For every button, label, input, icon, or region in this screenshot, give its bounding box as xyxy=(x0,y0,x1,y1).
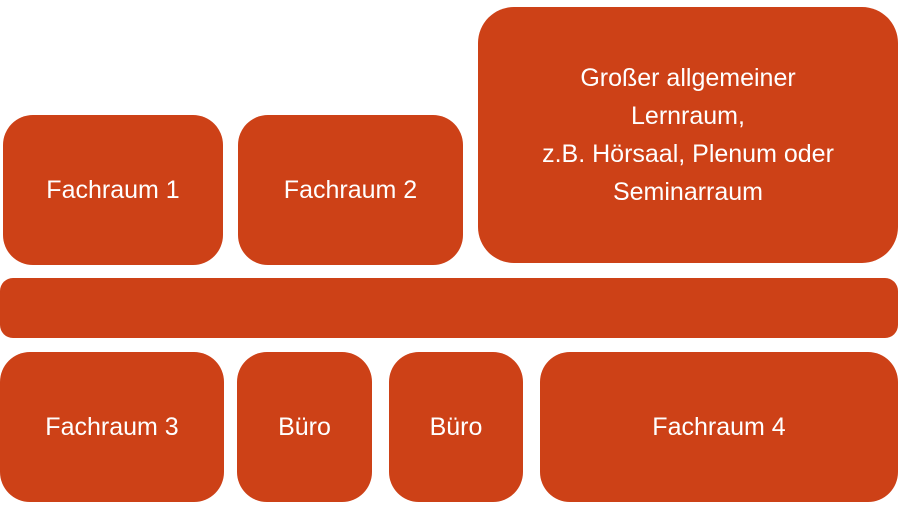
room-fachraum-3: Fachraum 3 xyxy=(0,352,224,502)
room-label: Büro xyxy=(429,413,483,441)
room-label: Fachraum 1 xyxy=(46,176,180,204)
room-label: Fachraum 4 xyxy=(652,413,786,441)
room-fachraum-2: Fachraum 2 xyxy=(238,115,463,265)
room-buero-2: Büro xyxy=(389,352,523,502)
room-buero-1: Büro xyxy=(237,352,372,502)
room-label: Fachraum 2 xyxy=(283,176,418,204)
room-fachraum-4: Fachraum 4 xyxy=(540,352,898,502)
room-label: Fachraum 3 xyxy=(45,413,179,441)
room-label: Großer allgemeiner Lernraum, z.B. Hörsaa… xyxy=(542,64,834,206)
room-grosser-lernraum: Großer allgemeiner Lernraum, z.B. Hörsaa… xyxy=(478,7,898,263)
room-fachraum-1: Fachraum 1 xyxy=(3,115,223,265)
room-label: Büro xyxy=(278,413,331,441)
corridor-bar xyxy=(0,278,898,338)
